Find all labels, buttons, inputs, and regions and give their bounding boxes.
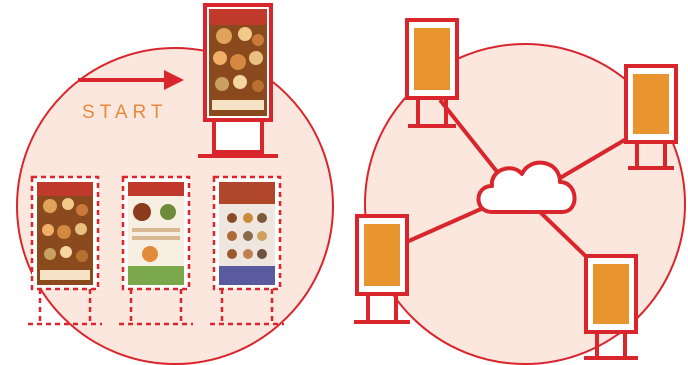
menu-screen-image xyxy=(37,182,93,285)
start-label: START xyxy=(82,102,168,123)
menu-screen-image xyxy=(209,9,267,116)
active-kiosk-stand xyxy=(214,120,262,152)
network-kiosk-3-screen xyxy=(364,224,400,286)
network-kiosk-2-screen xyxy=(633,74,669,134)
network-kiosk-1-screen xyxy=(414,28,450,90)
left-panel: START xyxy=(0,5,340,365)
right-panel xyxy=(354,20,688,365)
menu-screen-image xyxy=(128,182,184,285)
menu-screen-image xyxy=(219,182,275,285)
network-kiosk-4-screen xyxy=(593,264,629,324)
